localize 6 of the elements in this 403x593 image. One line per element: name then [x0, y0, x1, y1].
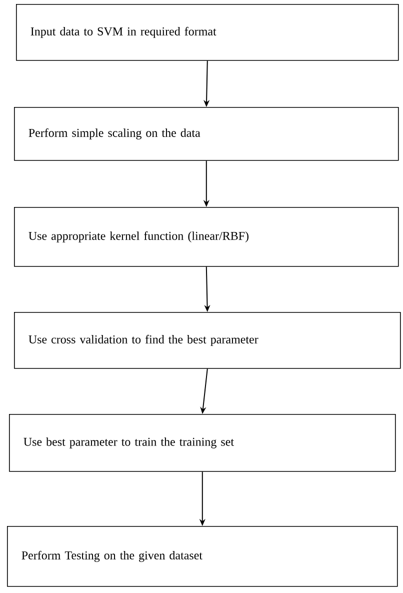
process-box: Use best parameter to train the training set [9, 414, 396, 472]
process-box: Perform simple scaling on the data [14, 107, 399, 161]
process-box: Use appropriate kernel function (linear/RBF) [14, 207, 399, 267]
process-box: Input data to SVM in required format [16, 4, 399, 61]
process-box: Perform Testing on the given dataset [7, 526, 398, 587]
process-box: Use cross validation to find the best parameter [14, 312, 401, 369]
